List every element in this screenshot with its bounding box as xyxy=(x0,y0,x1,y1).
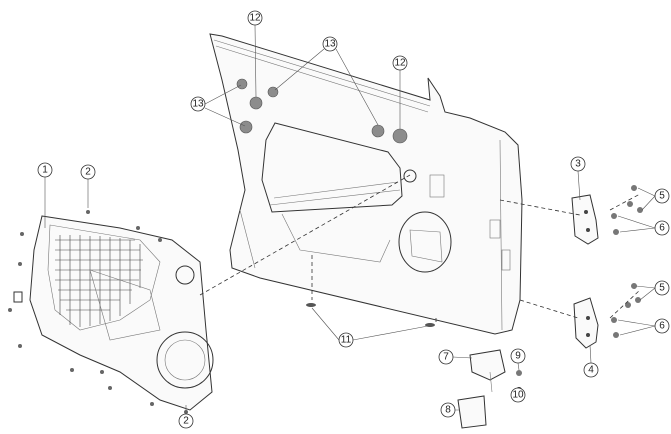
plug-13 xyxy=(371,124,385,138)
svg-text:13: 13 xyxy=(192,99,204,110)
callout-7: 7 xyxy=(438,349,454,365)
svg-text:1: 1 xyxy=(42,165,48,176)
svg-text:11: 11 xyxy=(341,335,352,346)
callout-11: 11 xyxy=(338,332,354,348)
svg-text:3: 3 xyxy=(575,159,581,170)
svg-text:2: 2 xyxy=(183,416,189,427)
svg-text:12: 12 xyxy=(394,58,406,69)
callout-8: 8 xyxy=(440,402,456,418)
door-checker xyxy=(469,349,506,393)
svg-text:6: 6 xyxy=(659,223,665,234)
door-inner-panel xyxy=(209,33,523,335)
svg-text:5: 5 xyxy=(659,283,665,294)
svg-text:6: 6 xyxy=(659,321,665,332)
callout-6: 6 xyxy=(654,318,670,334)
callout-9: 9 xyxy=(510,348,526,364)
svg-text:5: 5 xyxy=(659,191,665,202)
callout-3: 3 xyxy=(570,156,586,172)
callout-1: 1 xyxy=(37,162,53,178)
plug-12 xyxy=(249,96,263,110)
callout-13: 13 xyxy=(322,36,338,52)
callout-10: 10 xyxy=(510,387,526,403)
callout-5: 5 xyxy=(654,280,670,296)
svg-text:7: 7 xyxy=(443,352,449,363)
svg-text:4: 4 xyxy=(588,365,594,376)
callout-2: 2 xyxy=(178,413,194,429)
svg-text:9: 9 xyxy=(515,351,521,362)
plug-12 xyxy=(392,128,408,144)
leader-lines xyxy=(44,24,656,414)
callout-4: 4 xyxy=(583,362,599,378)
upper-hinge xyxy=(571,185,643,245)
checker-cover xyxy=(457,395,487,429)
svg-text:8: 8 xyxy=(445,405,451,416)
svg-text:10: 10 xyxy=(512,390,524,401)
plug-13 xyxy=(236,78,248,90)
callout-12: 12 xyxy=(392,55,408,71)
trim-screws xyxy=(8,210,188,414)
door-trim-panel xyxy=(29,215,214,411)
svg-text:12: 12 xyxy=(249,13,261,24)
callout-6: 6 xyxy=(654,220,670,236)
callout-5: 5 xyxy=(654,188,670,204)
svg-text:2: 2 xyxy=(85,167,91,178)
callout-12: 12 xyxy=(247,10,263,26)
callout-2: 2 xyxy=(80,164,96,180)
plug-13 xyxy=(239,120,253,134)
callout-13: 13 xyxy=(190,96,206,112)
lower-hinge xyxy=(573,283,641,349)
svg-text:13: 13 xyxy=(324,39,336,50)
